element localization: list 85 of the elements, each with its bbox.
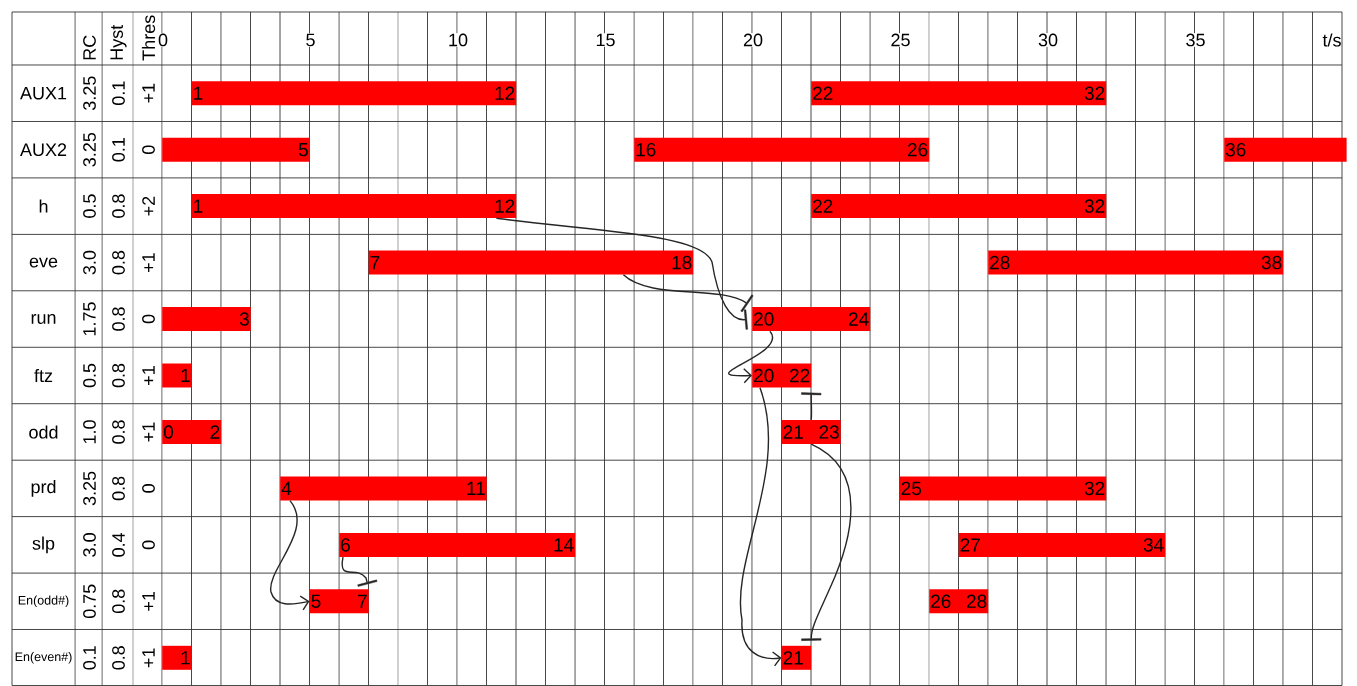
cell-value: 0.1 [83, 646, 96, 670]
cell-value: 0.5 [83, 363, 96, 388]
bar: 25 32 [899, 476, 1107, 501]
bar: 1 [162, 363, 192, 388]
cell-value: 3.25 [83, 132, 96, 167]
inhibition-arrow [801, 392, 822, 421]
cell-value: 0.1 [112, 81, 125, 105]
cell-value: 0.1 [112, 138, 125, 162]
column-header: RC [83, 35, 96, 60]
column-header: Hyst [110, 24, 127, 60]
bar: 4 11 [280, 476, 487, 501]
axis-tick-label: 20 [742, 33, 764, 47]
inhibition-arrow [495, 217, 748, 330]
bar: 5 7 [309, 589, 369, 614]
bar: 0 2 [162, 420, 222, 444]
row-label: En(even#) [15, 651, 72, 664]
bar: 22 32 [811, 81, 1107, 106]
bar: 20 22 [752, 363, 812, 388]
arrow [739, 387, 782, 667]
cell-value: 0.8 [112, 194, 125, 218]
cell-value: +1 [142, 591, 155, 611]
cell-value: 3.0 [83, 533, 96, 557]
bar: 3 [162, 307, 251, 331]
cell-value: +1 [142, 422, 155, 442]
cell-value: 3.25 [83, 471, 96, 506]
cell-value: 0.8 [112, 307, 125, 331]
bar: 27 34 [958, 532, 1166, 557]
cell-value: 0.8 [112, 646, 125, 670]
cell-value: 0.8 [112, 420, 125, 444]
axis-tick-label: 5 [305, 33, 316, 47]
cell-value: 3.0 [83, 250, 96, 275]
row-label: eve [29, 257, 58, 268]
bar: 5 [162, 137, 310, 162]
cell-value: 0.4 [112, 532, 125, 557]
cell-value: +2 [142, 196, 155, 216]
bar: 20 24 [752, 307, 871, 331]
bar: 7 18 [368, 250, 694, 275]
bar: 22 32 [811, 194, 1107, 219]
row-label: h [39, 199, 48, 213]
axis-tick-label: 25 [890, 33, 911, 47]
bar: 6 14 [339, 532, 576, 557]
row-label: odd [29, 425, 58, 439]
cell-value: 1.0 [83, 420, 96, 444]
arrow [727, 330, 774, 384]
axis-tick-label: 15 [595, 33, 616, 47]
inhibition-arrow [622, 274, 754, 313]
cell-value: 0.75 [83, 584, 96, 619]
row-label: En(odd#) [18, 595, 69, 608]
axis-tick-label: 35 [1185, 33, 1206, 47]
row-label: prd [31, 480, 56, 497]
inhibition-arrow [341, 556, 378, 587]
row-label: run [31, 314, 56, 324]
axis-tick-label: 0 [157, 33, 169, 47]
bar: 21 [781, 645, 812, 670]
cell-value: 0.5 [83, 194, 96, 218]
cell-value: 0 [142, 314, 155, 324]
cell-value: 0.8 [112, 476, 125, 501]
cell-value: 0.8 [112, 589, 125, 614]
arrow [270, 499, 310, 611]
row-label: AUX1 [20, 86, 67, 100]
bar: 1 [162, 645, 192, 670]
row-label: ftz [34, 368, 53, 383]
column-header: Thres [141, 15, 156, 61]
cell-value: +1 [142, 366, 155, 385]
cell-value: 0.8 [112, 250, 125, 275]
axis-tick-label: 30 [1037, 33, 1059, 47]
cell-value: 0 [142, 484, 155, 493]
bar: 1 12 [191, 81, 517, 106]
bar: 21 23 [781, 420, 841, 444]
bar: 1 12 [191, 194, 517, 219]
bar: 16 26 [634, 137, 930, 162]
cell-value: 0.8 [112, 363, 125, 388]
cell-value: 3.25 [83, 76, 96, 110]
bar: 28 38 [988, 250, 1284, 275]
row-label: AUX2 [20, 143, 67, 157]
axis-tick-label: 10 [447, 33, 469, 47]
cell-value: 1.75 [83, 302, 96, 336]
inhibition-arrow [801, 443, 852, 641]
bar: 26 28 [929, 589, 989, 614]
cell-value: +1 [142, 253, 155, 272]
cell-value: +1 [142, 83, 155, 103]
bar: 36 [1224, 137, 1347, 162]
axis-unit-label: t/s [1322, 33, 1341, 47]
row-label: slp [32, 536, 55, 554]
cell-value: 0 [142, 540, 155, 550]
